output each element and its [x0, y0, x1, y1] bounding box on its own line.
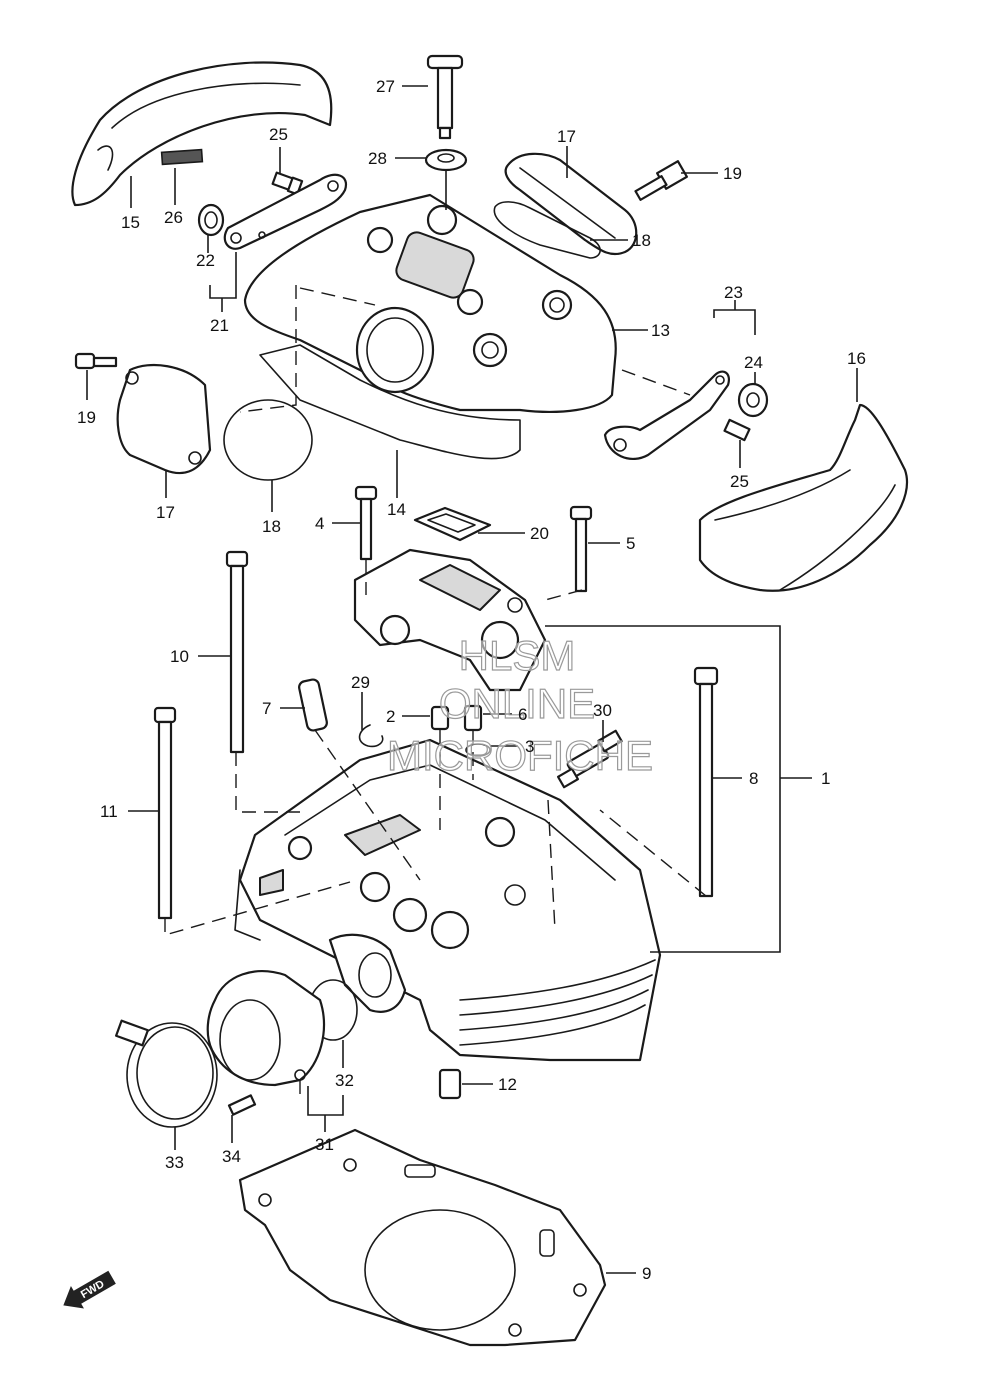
callout-29: 29: [351, 673, 370, 692]
part-12-dowel: [438, 1068, 462, 1100]
callout-13: 13: [651, 321, 670, 340]
callout-19-top: 19: [723, 164, 742, 183]
callout-17-left: 17: [156, 503, 175, 522]
fwd-label: FWD: [79, 1278, 107, 1301]
callout-3: 3: [525, 737, 534, 756]
part-10-stud: [225, 550, 249, 754]
part-1-cylinder-head: [234, 738, 662, 1062]
callout-23: 23: [724, 283, 743, 302]
watermark-line-1: HLSM: [459, 632, 576, 679]
part-19-bolt-top: [634, 160, 688, 201]
part-29-clip: [358, 724, 384, 748]
callout-25-top: 25: [269, 125, 288, 144]
part-21-bracket: [223, 173, 348, 250]
part-24-grommet: [737, 382, 769, 418]
callout-8: 8: [749, 769, 758, 788]
callout-20: 20: [530, 524, 549, 543]
fwd-direction-arrow: FWD: [63, 1270, 116, 1309]
callout-16: 16: [847, 349, 866, 368]
part-16-cover-trim-right: [698, 403, 909, 592]
callout-2: 2: [386, 707, 395, 726]
part-3-oring: [465, 743, 491, 757]
part-28-washer: [424, 148, 468, 172]
callout-21: 21: [210, 316, 229, 335]
part-8-stud: [693, 666, 719, 898]
part-25-screw-top: [271, 171, 304, 196]
part-19-bolt-left: [74, 352, 118, 370]
callout-18-left: 18: [262, 517, 281, 536]
part-33-clamp: [115, 1019, 218, 1128]
callout-12: 12: [498, 1075, 517, 1094]
callout-11: 11: [100, 802, 118, 821]
callout-34: 34: [222, 1147, 241, 1166]
callout-32: 32: [335, 1071, 354, 1090]
callout-numbers: 1 2 3 4 5 6 7 8 9 10 11 12 13 14 15 16 1…: [77, 77, 866, 1283]
part-25-screw-right: [723, 418, 751, 442]
callout-30: 30: [593, 701, 612, 720]
callout-25-right: 25: [730, 472, 749, 491]
part-11-stud: [153, 706, 177, 920]
part-34-screw: [227, 1094, 257, 1116]
callout-28: 28: [368, 149, 387, 168]
callout-17-top: 17: [557, 127, 576, 146]
part-18-oring-left: [223, 399, 313, 481]
leader-lines: [86, 85, 858, 1274]
part-22-grommet: [197, 203, 225, 237]
part-14-head-cover: [243, 193, 617, 460]
watermark-line-3: MICROFICHE: [387, 732, 653, 779]
part-15-cover-trim: [71, 61, 333, 207]
part-18-gasket-top: [493, 201, 601, 259]
part-23-bracket-right: [603, 370, 730, 460]
part-7-pin: [298, 678, 328, 732]
callout-14: 14: [387, 500, 406, 519]
part-2-dowel: [430, 705, 450, 731]
callout-5: 5: [626, 534, 635, 553]
part-5-bolt: [569, 505, 593, 593]
callout-9: 9: [642, 1264, 651, 1283]
callout-31: 31: [315, 1135, 334, 1154]
callout-6: 6: [518, 705, 527, 724]
callout-18-top: 18: [632, 231, 651, 250]
part-30-spark-plug: [556, 729, 623, 789]
callout-33: 33: [165, 1153, 184, 1172]
watermark-line-2: ONLINE: [439, 680, 595, 727]
watermark: HLSM ONLINE MICROFICHE: [386, 631, 653, 779]
part-31-intake-pipe: [206, 970, 325, 1087]
callout-22: 22: [196, 251, 215, 270]
part-20-gasket: [413, 506, 492, 542]
callout-10: 10: [170, 647, 189, 666]
callout-24: 24: [744, 353, 763, 372]
callout-7: 7: [262, 699, 271, 718]
part-17-cap-left: [116, 363, 212, 475]
part-rocker-holder: [353, 548, 547, 692]
callout-15: 15: [121, 213, 140, 232]
part-4-bolt: [354, 485, 378, 561]
callout-4: 4: [315, 514, 324, 533]
part-17-cap-top: [504, 152, 638, 256]
part-26-pad: [160, 148, 204, 166]
part-27-bolt: [426, 54, 464, 140]
callout-1: 1: [821, 769, 830, 788]
callout-27: 27: [376, 77, 395, 96]
part-9-head-gasket: [238, 1128, 607, 1347]
callout-19-left: 19: [77, 408, 96, 427]
callout-26: 26: [164, 208, 183, 227]
